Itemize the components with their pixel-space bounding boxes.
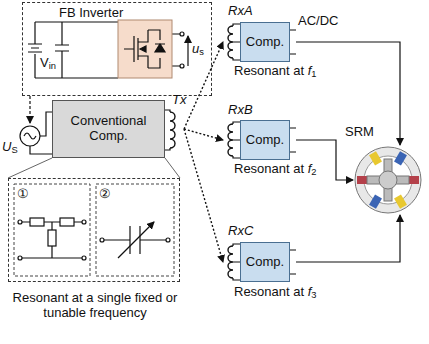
rx-compensation-box: Comp. [240, 242, 290, 282]
dashed-zoom-box: Resonant at a single fixed or tunable fr… [8, 178, 180, 282]
node-text: Conventional Comp. [57, 114, 160, 144]
subscript: in [49, 61, 56, 71]
stator-pole [394, 151, 407, 165]
rx-coil [228, 246, 233, 278]
zoom-arrow [29, 96, 30, 123]
air-gap [364, 156, 412, 204]
output-wires [290, 250, 296, 274]
label: RxC [228, 224, 253, 239]
node-text: Comp. [246, 255, 284, 270]
label: RxB [228, 103, 253, 118]
label: Resonant at f1 [234, 64, 317, 79]
stator-pole [394, 194, 407, 208]
symbol: V [40, 55, 49, 70]
subscript: S [11, 145, 17, 155]
option-box [96, 184, 174, 276]
wireless-link-arrow [184, 129, 223, 262]
stator-pole [369, 194, 382, 208]
subscript: 1 [311, 69, 316, 79]
tx-coil [170, 112, 175, 148]
zoom-lines [8, 158, 180, 178]
source-wave [24, 133, 36, 139]
power-arrow [296, 215, 400, 262]
label: AC/DC [298, 14, 338, 29]
node-text: Comp. [246, 133, 284, 148]
rx-coil [228, 124, 233, 156]
label: RxA [228, 4, 253, 19]
output-wires [290, 128, 296, 152]
variable: f [308, 284, 312, 299]
label: Resonant at f2 [234, 162, 317, 177]
source-wires [30, 112, 52, 154]
label: Resonant at f3 [234, 285, 317, 300]
symbol: u [192, 41, 199, 56]
rx-coil [228, 26, 233, 58]
rx-wires [233, 122, 240, 158]
mosfet-symbol [124, 30, 165, 68]
node-text: FB Inverter [59, 6, 123, 21]
node-text: Comp. [246, 35, 284, 50]
subscript: 3 [311, 290, 316, 300]
stator [355, 147, 421, 213]
t-network [18, 218, 86, 260]
node-text: SRM [345, 125, 374, 140]
label: US [2, 140, 18, 155]
symbol: U [2, 139, 11, 154]
rx-compensation-box: Comp. [240, 120, 290, 160]
rx-wires [233, 244, 240, 280]
node-text: Resonant at a single fixed or tunable fr… [5, 291, 185, 321]
motor-node: SRM [353, 145, 423, 215]
option-box [14, 184, 90, 276]
label: us [192, 42, 204, 57]
source-symbol [20, 126, 40, 146]
wireless-link-arrow [184, 42, 223, 129]
rx-wires [233, 24, 240, 60]
label: ① [17, 187, 29, 202]
variable-capacitor [100, 222, 170, 258]
power-arrow [296, 42, 400, 145]
switch-bridge [118, 20, 172, 78]
output-wires [290, 30, 296, 54]
label: Tx [172, 93, 186, 108]
label: ② [99, 187, 111, 202]
subscript: s [199, 47, 204, 57]
variable: f [308, 63, 312, 78]
rx-compensation-box: Comp. [240, 22, 290, 62]
label: Vin [40, 56, 56, 71]
dashed-group-box: FB Inverter [22, 2, 212, 96]
variable: f [308, 161, 312, 176]
subscript: 2 [311, 167, 316, 177]
stator-pole [369, 151, 382, 165]
rotor [379, 171, 397, 189]
tx-wires [165, 110, 170, 150]
wireless-link-arrow [184, 129, 223, 140]
compensation-box: Conventional Comp. [52, 100, 165, 158]
srm-motor [353, 145, 423, 215]
